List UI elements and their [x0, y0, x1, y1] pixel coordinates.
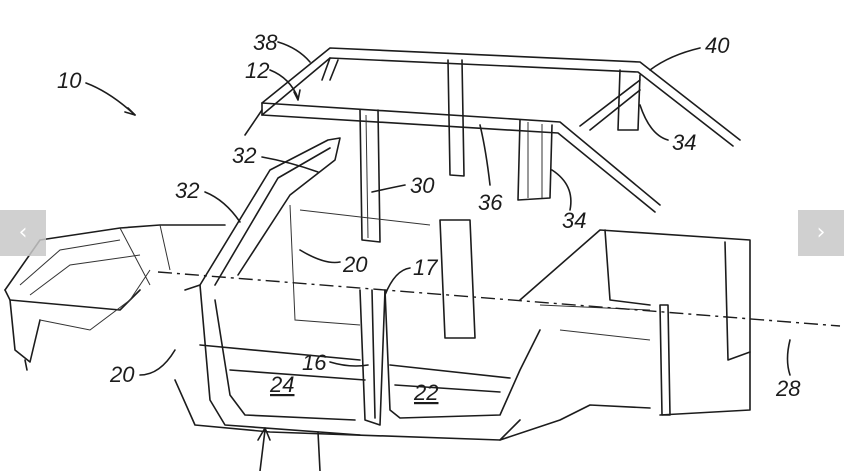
leader-lines: [85, 41, 791, 471]
ref-10: 10: [57, 68, 82, 93]
ref-12: 12: [245, 58, 269, 83]
ref-17: 17: [413, 255, 438, 280]
ref-32-upper: 32: [232, 143, 256, 168]
reference-labels: 10 38 12 40 32 32 30 36 34 34 20 17 16 2…: [57, 30, 801, 405]
ref-22: 22: [413, 380, 438, 405]
ref-32-lower: 32: [175, 178, 199, 203]
centerline: [157, 271, 841, 327]
next-image-button[interactable]: ›: [798, 210, 844, 256]
ref-36: 36: [478, 190, 503, 215]
previous-image-button[interactable]: ‹: [0, 210, 46, 256]
ref-40: 40: [705, 33, 730, 58]
chevron-right-icon: ›: [816, 220, 826, 245]
ref-28: 28: [775, 376, 801, 401]
ref-38: 38: [253, 30, 278, 55]
ref-16: 16: [302, 350, 327, 375]
body-structure: [4, 137, 751, 441]
ref-34-left: 34: [562, 208, 586, 233]
roof-frame: [244, 47, 741, 243]
ref-24: 24: [269, 372, 294, 397]
ref-20-lower: 20: [109, 362, 135, 387]
ref-20-upper: 20: [342, 252, 368, 277]
chevron-left-icon: ‹: [18, 220, 28, 245]
ref-34-right: 34: [672, 130, 696, 155]
ref-30: 30: [410, 173, 435, 198]
